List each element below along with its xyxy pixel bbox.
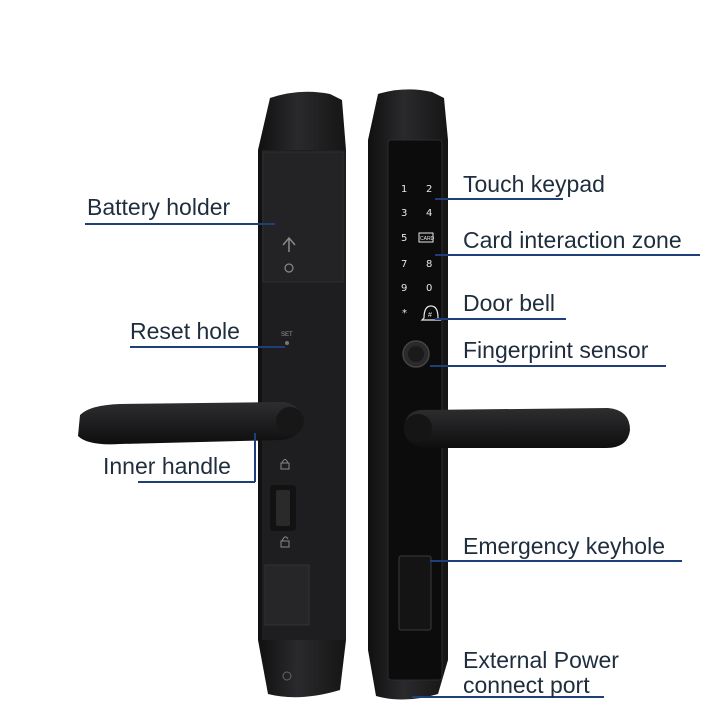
key-hash: # (428, 312, 432, 319)
label-card-zone: Card interaction zone (463, 227, 682, 253)
key-4: 4 (426, 208, 432, 219)
inner-handle-lever (78, 402, 302, 445)
emergency-keyhole-cover (398, 555, 432, 631)
label-fingerprint-sensor: Fingerprint sensor (463, 337, 649, 363)
key-1: 1 (401, 184, 407, 195)
label-external-power: External Power (463, 647, 619, 673)
key-9: 9 (401, 283, 407, 294)
outer-handle-lever (404, 408, 630, 448)
touch-keypad: 1 2 3 4 5 CARD 7 8 9 0 * (401, 184, 435, 319)
key-7: 7 (401, 259, 407, 270)
key-2: 2 (426, 184, 432, 195)
outer-lock-panel: 1 2 3 4 5 CARD 7 8 9 0 * # (368, 89, 630, 700)
key-8: 8 (426, 259, 432, 270)
label-inner-handle: Inner handle (103, 453, 231, 479)
key-star: * (402, 308, 407, 319)
reset-hole (285, 341, 289, 345)
key-5: 5 (401, 233, 407, 244)
label-door-bell: Door bell (463, 290, 556, 316)
label-touch-keypad: Touch keypad (463, 171, 605, 197)
label-emergency-keyhole: Emergency keyhole (463, 533, 665, 559)
key-3: 3 (401, 208, 407, 219)
inner-lock-panel: SET (78, 91, 346, 698)
door-bell-icon: # (420, 305, 442, 321)
label-connect-port: connect port (463, 672, 590, 698)
key-0: 0 (426, 283, 432, 294)
set-mark: SET (281, 332, 293, 338)
label-battery-holder: Battery holder (87, 194, 231, 220)
label-reset-hole: Reset hole (130, 318, 240, 344)
battery-cover (262, 151, 344, 283)
key-card: CARD (420, 236, 435, 242)
